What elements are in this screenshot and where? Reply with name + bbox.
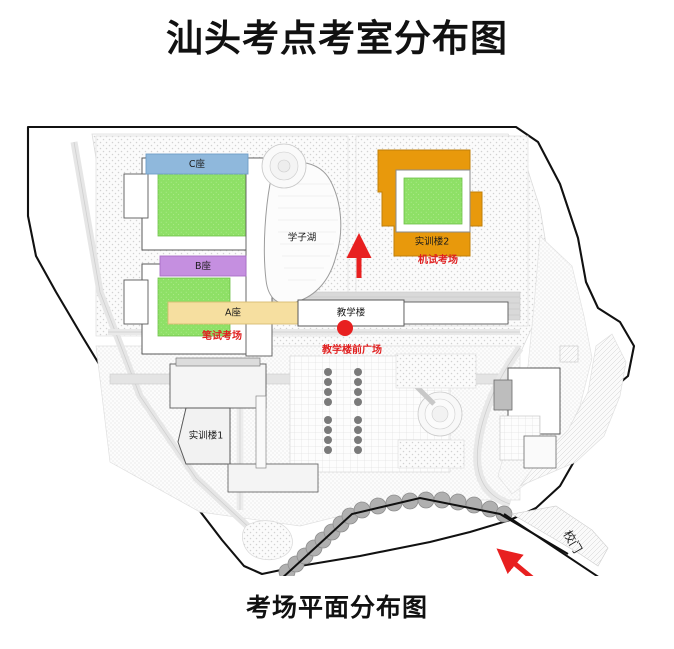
lake-label: 学子湖: [288, 232, 317, 244]
building-training1-label: 实训楼1: [189, 430, 224, 442]
page-title: 汕头考点考室分布图: [166, 17, 508, 60]
north-roundabout: [261, 143, 307, 189]
tree-line: [278, 491, 569, 576]
building-teaching[interactable]: 教学楼: [297, 299, 509, 327]
computer-exam-venue-label: 机试考场: [418, 253, 458, 266]
building-training-1[interactable]: 实训楼1: [169, 357, 319, 493]
campus-map: C座 B座 学子湖: [0, 96, 674, 576]
building-training-2[interactable]: 实训楼2: [377, 149, 483, 257]
building-a-block[interactable]: A座: [167, 301, 299, 325]
fountain-roundabout: [396, 366, 463, 437]
courtyard-green-north: [157, 173, 247, 237]
building-b-label: B座: [195, 260, 212, 272]
planting-island: [242, 520, 293, 561]
map-svg: C座 B座 学子湖: [26, 125, 636, 576]
written-exam-venue-label: 笔试考场: [202, 329, 242, 342]
route-arrow-gate: [496, 548, 534, 576]
red-dot-marker: [337, 320, 353, 336]
building-teaching-label: 教学楼: [337, 307, 366, 319]
east-building-cluster: [493, 345, 579, 469]
building-training2-label: 实训楼2: [415, 236, 450, 248]
feature-lake: 学子湖: [263, 161, 342, 305]
page-caption: 考场平面分布图: [245, 593, 428, 622]
building-c-block[interactable]: C座: [145, 153, 249, 175]
building-a-label: A座: [225, 307, 241, 319]
building-c-label: C座: [189, 158, 206, 170]
courtyard-green-training2: [403, 177, 463, 225]
plaza-label: 教学楼前广场: [321, 343, 382, 356]
building-b-block[interactable]: B座: [159, 255, 247, 277]
